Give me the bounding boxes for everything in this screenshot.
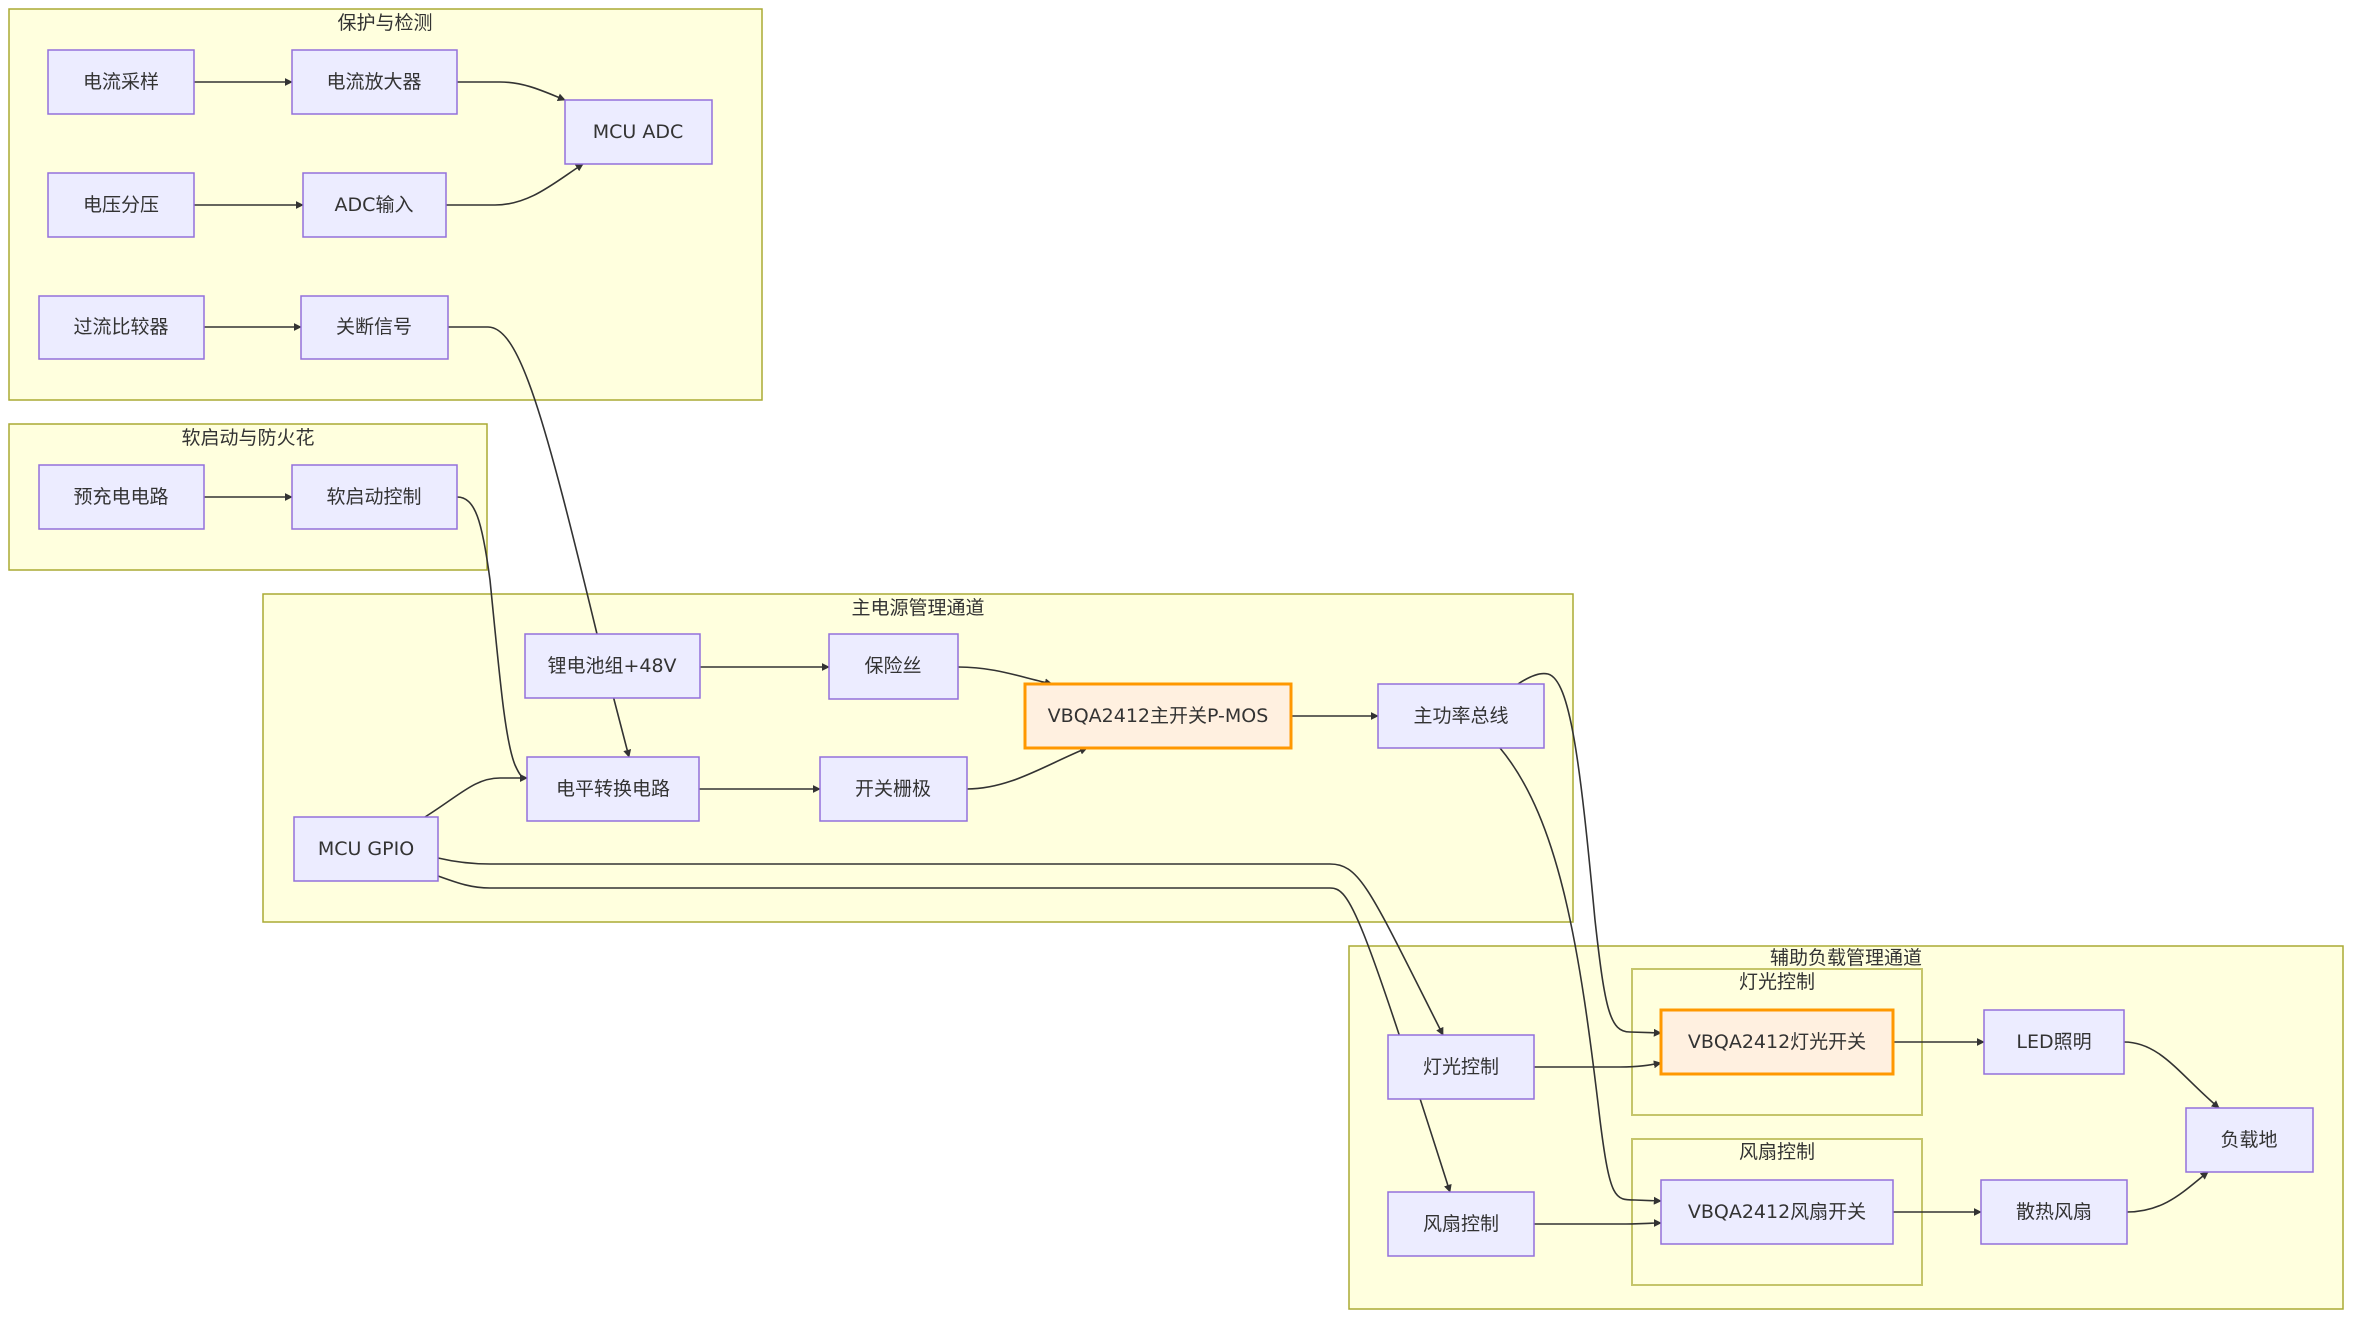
edge-shutdown-to-level-shift (448, 326, 632, 758)
node-label: 电平转换电路 (556, 778, 670, 800)
edge-bus-to-light-sw (1517, 672, 1662, 1037)
node-cooling-fan[interactable]: 散热风扇 (1980, 1179, 2128, 1245)
edge-gpio-to-fan-ctrl (437, 875, 1452, 1193)
edge-fan-ctrl-to-fan-sw (1534, 1219, 1662, 1228)
node-label: 电流放大器 (326, 71, 421, 93)
edge-gate-to-pmos (966, 746, 1088, 790)
edge-led-to-load-gnd (2123, 1041, 2220, 1109)
edge-bus-to-fan-sw (1499, 747, 1662, 1205)
node-led-lighting[interactable]: LED照明 (1983, 1009, 2125, 1075)
node-load-ground[interactable]: 负载地 (2185, 1107, 2314, 1173)
node-label: 关断信号 (336, 316, 412, 338)
node-label: 保险丝 (864, 655, 921, 677)
edge-amp-to-adc (457, 81, 566, 102)
node-switch-gate[interactable]: 开关栅极 (819, 756, 968, 822)
node-label: VBQA2412风扇开关 (1688, 1201, 1866, 1223)
node-overcurrent-comparator[interactable]: 过流比较器 (38, 295, 205, 360)
node-fuse[interactable]: 保险丝 (828, 633, 959, 700)
edge-fuse-to-pmos (957, 666, 1053, 687)
node-label: VBQA2412主开关P-MOS (1048, 705, 1269, 727)
node-label: 风扇控制 (1423, 1213, 1499, 1235)
node-label: 灯光控制 (1423, 1056, 1499, 1078)
node-label: 负载地 (2220, 1129, 2277, 1151)
node-label: 锂电池组+48V (547, 655, 676, 677)
edge-gpio-to-level-shift (424, 774, 528, 818)
node-current-sampling[interactable]: 电流采样 (47, 49, 195, 115)
node-label: MCU GPIO (318, 838, 414, 860)
node-label: 软启动控制 (326, 486, 421, 508)
node-label: 主功率总线 (1413, 705, 1508, 727)
node-label: VBQA2412灯光开关 (1688, 1031, 1866, 1053)
node-main-pmos-switch[interactable]: VBQA2412主开关P-MOS (1023, 682, 1293, 750)
node-shutdown-signal[interactable]: 关断信号 (300, 295, 449, 360)
node-label: 过流比较器 (73, 316, 168, 338)
edge-fan-to-load-gnd (2126, 1171, 2209, 1213)
node-label: 开关栅极 (855, 778, 931, 800)
node-label: LED照明 (2016, 1031, 2091, 1053)
node-adc-input[interactable]: ADC输入 (302, 172, 447, 238)
node-label: 电流采样 (83, 71, 159, 93)
group-title-main: 主电源管理通道 (851, 597, 984, 619)
node-light-control[interactable]: 灯光控制 (1387, 1034, 1535, 1100)
node-mcu-gpio[interactable]: MCU GPIO (293, 816, 439, 882)
node-light-switch[interactable]: VBQA2412灯光开关 (1659, 1008, 1895, 1076)
node-current-amplifier[interactable]: 电流放大器 (291, 49, 458, 115)
node-label: ADC输入 (335, 194, 414, 216)
group-title-light: 灯光控制 (1739, 971, 1815, 993)
node-precharge-circuit[interactable]: 预充电电路 (38, 464, 205, 530)
node-label: 预充电电路 (73, 486, 168, 508)
node-mcu-adc[interactable]: MCU ADC (564, 99, 713, 165)
group-title-softstart: 软启动与防火花 (181, 427, 314, 449)
group-title-aux: 辅助负载管理通道 (1770, 947, 1922, 969)
node-battery-48v[interactable]: 锂电池组+48V (524, 633, 701, 699)
node-voltage-divider[interactable]: 电压分压 (47, 172, 195, 238)
edge-adc-in-to-adc (446, 163, 584, 206)
node-softstart-control[interactable]: 软启动控制 (291, 464, 458, 530)
edge-softstart-to-level-shift (456, 496, 528, 782)
group-title-fan: 风扇控制 (1739, 1141, 1815, 1163)
node-fan-control[interactable]: 风扇控制 (1387, 1191, 1535, 1257)
node-label: MCU ADC (593, 121, 684, 143)
edge-gpio-to-light-ctrl (437, 857, 1444, 1036)
node-level-shifter[interactable]: 电平转换电路 (526, 756, 700, 822)
group-title-protection: 保护与检测 (337, 12, 432, 34)
node-fan-switch[interactable]: VBQA2412风扇开关 (1660, 1179, 1894, 1245)
edge-light-ctrl-to-light-sw (1534, 1060, 1662, 1069)
node-label: 电压分压 (83, 194, 159, 216)
node-label: 散热风扇 (2016, 1201, 2092, 1223)
node-main-power-bus[interactable]: 主功率总线 (1377, 683, 1545, 749)
